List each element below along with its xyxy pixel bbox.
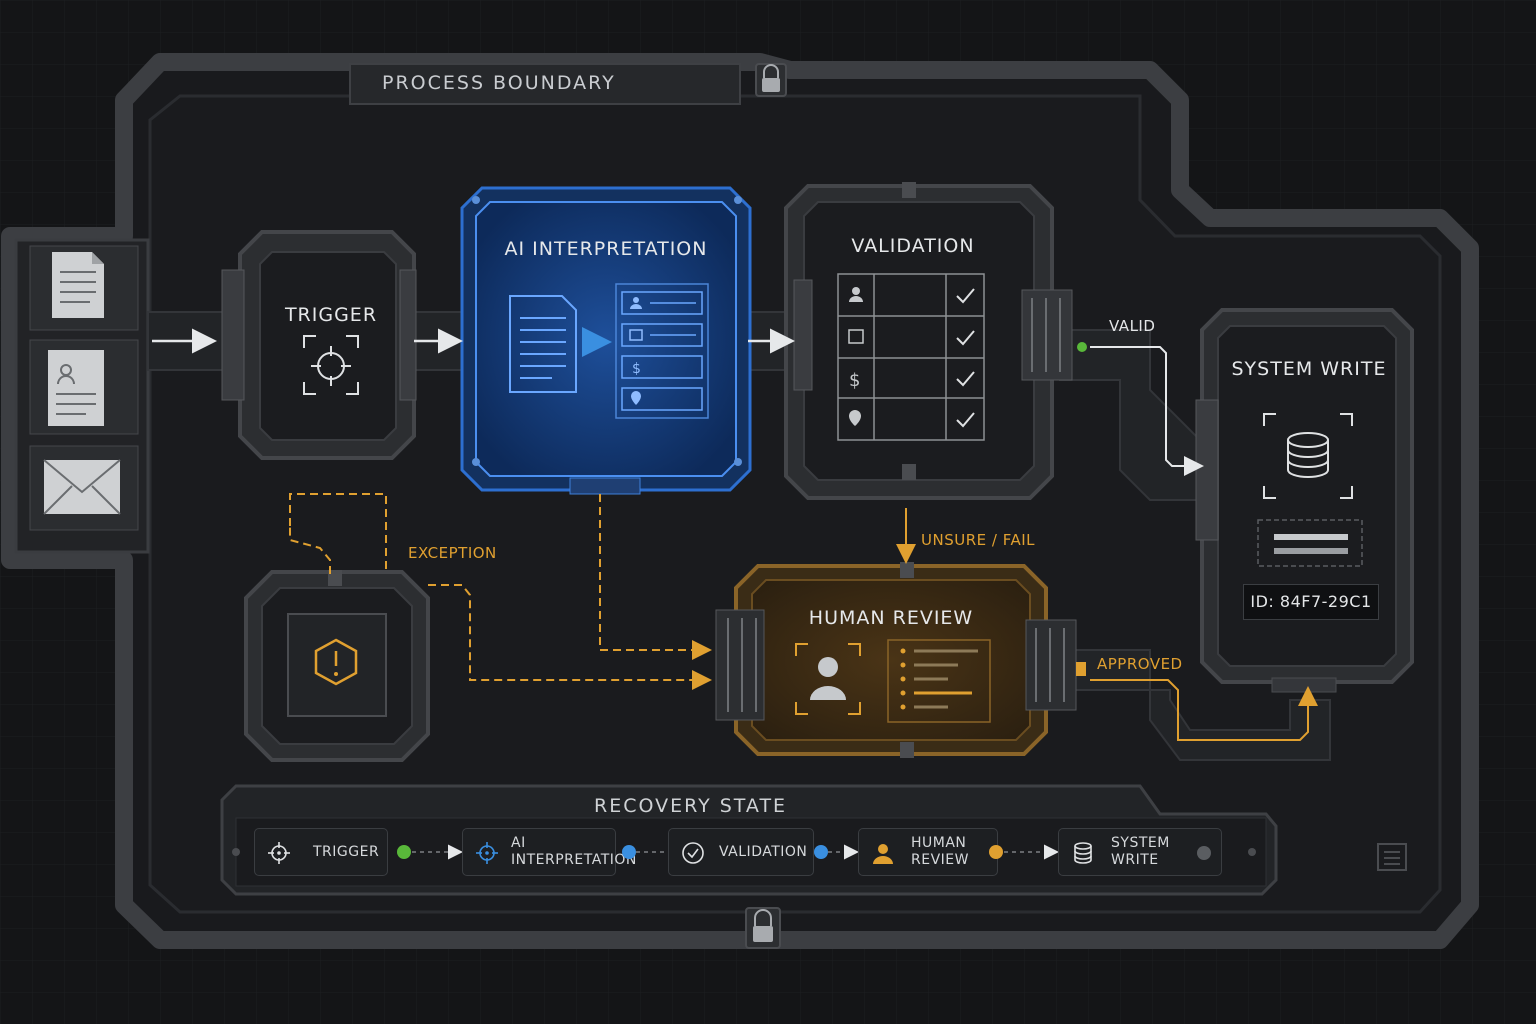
check-circle-icon <box>682 842 704 864</box>
lock-icon-top <box>755 63 787 97</box>
flow-label-exception: EXCEPTION <box>408 544 497 562</box>
warning-icon <box>314 638 358 686</box>
recovery-step-label: AI <box>511 835 526 851</box>
status-dot-human-review <box>989 845 1003 859</box>
recovery-step-label: SYSTEM <box>1111 835 1170 851</box>
recovery-step-validation[interactable]: VALIDATION <box>668 828 814 876</box>
target-icon <box>303 335 359 395</box>
check-icons <box>956 288 975 428</box>
status-dot-validation <box>814 845 828 859</box>
recovery-step-label-line2: INTERPRETATION <box>511 852 637 868</box>
recovery-step-ai-interpretation[interactable]: AI INTERPRETATION <box>462 828 636 876</box>
flow-label-approved: APPROVED <box>1097 655 1183 673</box>
exception-node <box>244 570 430 762</box>
recovery-step-label: HUMAN <box>911 835 967 851</box>
flow-label-unsure-fail: UNSURE / FAIL <box>921 531 1035 549</box>
trigger-node <box>221 230 417 460</box>
user-icon <box>873 844 893 864</box>
lock-icon-bottom <box>745 907 781 949</box>
recovery-state-title: RECOVERY STATE <box>594 795 788 817</box>
recovery-step-trigger[interactable]: TRIGGER <box>254 828 388 876</box>
status-dot-system-write <box>1197 846 1211 860</box>
recovery-step-human-review[interactable]: HUMAN REVIEW <box>858 828 998 876</box>
status-dot-ai-interpretation <box>622 845 636 859</box>
vent-icon <box>1377 843 1407 871</box>
flow-label-valid: VALID <box>1109 317 1156 335</box>
recovery-step-label: TRIGGER <box>313 844 380 860</box>
target-icon <box>268 842 290 864</box>
svg-text:$: $ <box>632 361 641 377</box>
validation-node: $ <box>784 182 1073 500</box>
system-write-title: SYSTEM WRITE <box>1231 358 1387 380</box>
recovery-step-label: VALIDATION <box>719 844 808 860</box>
validation-title: VALIDATION <box>851 235 975 257</box>
human-review-node <box>715 562 1077 758</box>
ai-interpretation-title: AI INTERPRETATION <box>504 238 708 260</box>
recovery-step-label-line2: WRITE <box>1111 852 1159 868</box>
human-review-title: HUMAN REVIEW <box>808 607 974 629</box>
input-documents <box>14 238 150 554</box>
database-icon <box>1263 413 1353 499</box>
status-dot-trigger <box>397 845 411 859</box>
recovery-step-system-write[interactable]: SYSTEM WRITE <box>1058 828 1222 876</box>
trigger-title: TRIGGER <box>284 304 378 326</box>
svg-text:$: $ <box>849 370 860 391</box>
recovery-step-label-line2: REVIEW <box>911 852 969 868</box>
database-icon <box>1074 842 1092 864</box>
record-id: ID: 84F7-29C1 <box>1243 584 1379 620</box>
target-icon <box>476 842 498 864</box>
user-icon <box>795 643 861 715</box>
ai-interpretation-node: $ <box>460 186 752 495</box>
process-boundary-title: PROCESS BOUNDARY <box>382 72 616 94</box>
